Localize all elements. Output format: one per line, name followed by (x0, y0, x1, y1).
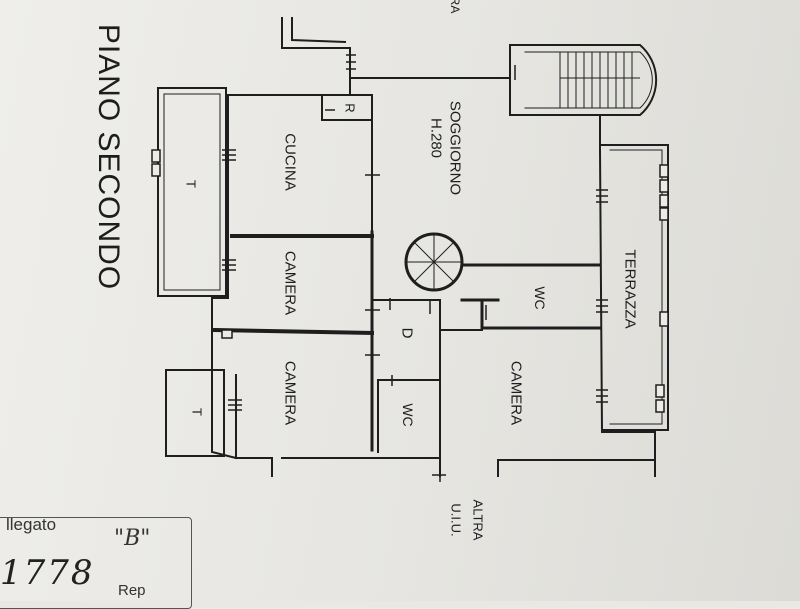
left-wall (211, 297, 238, 460)
radiator-symbols (151, 149, 669, 413)
altra-label: ALTRA (470, 499, 486, 541)
camera-label-1: CAMERA (281, 250, 299, 316)
upper-wall (227, 94, 373, 233)
terrazza-inner (609, 149, 663, 425)
stamp-rep: Rep (118, 582, 146, 599)
wall-wc-big (460, 263, 602, 330)
wc-label-2: WC (400, 403, 416, 427)
stamp-quote: "B" (114, 526, 151, 551)
t-label-1: T (183, 180, 199, 188)
soggiorno-label: SOGGIORNO (446, 100, 464, 196)
bottom-wall (235, 457, 656, 477)
camera-label-2: CAMERA (281, 360, 299, 426)
r-label: R (342, 103, 358, 113)
wc-label-1: WC (532, 286, 548, 310)
terrazza-label: TERRAZZA (621, 249, 639, 329)
cucina-label: CUCINA (281, 133, 299, 191)
outer-wall (281, 17, 656, 477)
window-marks (222, 54, 608, 411)
door-ticks (325, 65, 516, 386)
bottom-ticks (432, 470, 446, 482)
stamp-label: llegato (6, 515, 57, 534)
stair-outline (509, 44, 658, 116)
r-room (321, 94, 373, 121)
spiral-stair-spokes (406, 234, 462, 290)
balcony-top (157, 87, 227, 297)
stamp-number: 1778 (0, 553, 95, 593)
terrazza-outline (601, 144, 669, 431)
soggiorno-height-label: H.280 (427, 117, 445, 159)
building-left-edge (211, 94, 229, 299)
corner-partial-label: RA (448, 0, 462, 14)
balcony-bottom (165, 369, 225, 457)
stair-treads (559, 52, 640, 108)
t-label-2: T (189, 408, 205, 416)
plan-title-text: PIANO SECONDO (92, 23, 125, 291)
camera-label-3: CAMERA (507, 360, 525, 426)
uiu-label: U.I.U. (448, 503, 464, 537)
stair-inner (524, 51, 653, 109)
wall-camera-camera (212, 327, 375, 336)
d-label: D (398, 327, 416, 339)
wall-hall (371, 299, 441, 459)
outer-wall-top-inner (291, 17, 347, 44)
balcony-top-inner (163, 93, 221, 291)
plan-title: PIANO SECONDO (86, 22, 130, 292)
